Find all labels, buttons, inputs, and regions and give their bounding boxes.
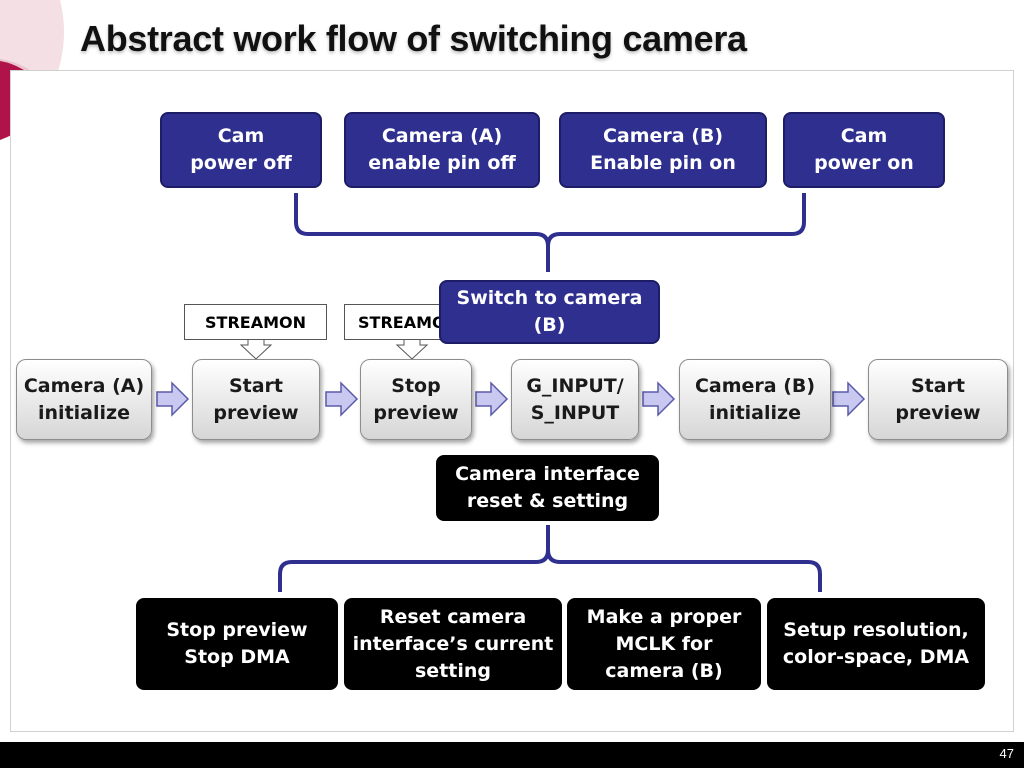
step-cam-power-off: Cam power off [160, 112, 322, 188]
flow-camera-a-initialize: Camera (A) initialize [16, 359, 152, 440]
arrow-4 [642, 381, 676, 417]
step-reset-interface: Reset camera interface’s current setting [344, 598, 562, 690]
callout-streamon: STREAMON [184, 304, 327, 340]
flow-g-input-s-input: G_INPUT/ S_INPUT [511, 359, 639, 440]
bottom-bracket [278, 525, 822, 592]
flow-camera-b-initialize: Camera (B) initialize [679, 359, 831, 440]
slide-footer: 47 [0, 742, 1024, 768]
flow-start-preview-2: Start preview [868, 359, 1008, 440]
callout-pointer-2 [395, 340, 429, 360]
arrow-1 [156, 381, 190, 417]
arrow-2 [325, 381, 359, 417]
page-number: 47 [999, 746, 1014, 761]
camera-interface-reset: Camera interface reset & setting [436, 455, 659, 521]
top-bracket [294, 193, 806, 272]
switch-to-camera-b: Switch to camera (B) [439, 280, 660, 344]
step-setup-resolution: Setup resolution, color-space, DMA [767, 598, 985, 690]
flow-start-preview-1: Start preview [192, 359, 320, 440]
step-make-mclk: Make a proper MCLK for camera (B) [567, 598, 761, 690]
step-cam-power-on: Cam power on [783, 112, 945, 188]
flow-arrows [156, 381, 866, 417]
flow-stop-preview: Stop preview [360, 359, 472, 440]
step-stop-preview-dma: Stop preview Stop DMA [136, 598, 338, 690]
arrow-3 [475, 381, 509, 417]
callout-pointer-1 [239, 340, 273, 360]
step-camera-a-enable-off: Camera (A) enable pin off [344, 112, 540, 188]
slide-title: Abstract work flow of switching camera [80, 18, 747, 59]
callout-streamoff: STREAMOFF [344, 304, 449, 340]
step-camera-b-enable-on: Camera (B) Enable pin on [559, 112, 767, 188]
arrow-5 [832, 381, 866, 417]
